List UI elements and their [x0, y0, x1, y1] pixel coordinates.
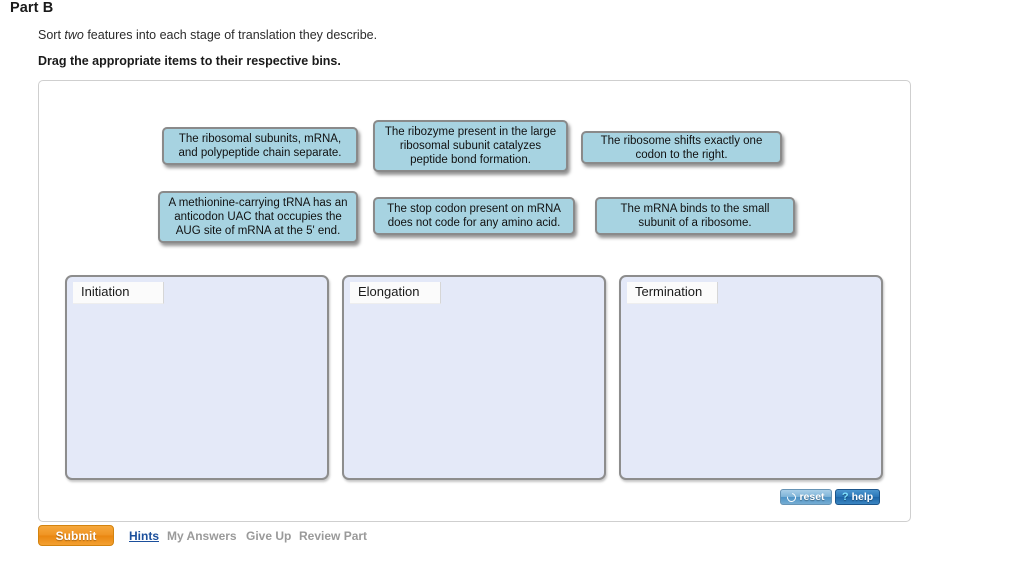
- my-answers-link[interactable]: My Answers: [167, 529, 237, 543]
- review-part-link[interactable]: Review Part: [299, 529, 368, 543]
- help-label: help: [851, 491, 874, 503]
- reset-circular-arrow-icon: [785, 490, 799, 504]
- drop-bin-termination[interactable]: Termination: [619, 275, 883, 480]
- drop-bin-elongation[interactable]: Elongation: [342, 275, 606, 480]
- help-button[interactable]: ? help: [835, 489, 880, 505]
- tile-label: The ribozyme present in the large riboso…: [384, 126, 557, 166]
- draggable-tile[interactable]: A methionine-carrying tRNA has an antico…: [158, 191, 358, 243]
- bin-label: Initiation: [73, 282, 164, 304]
- page-title: Part B: [10, 0, 54, 16]
- instruction-text: Sort two features into each stage of tra…: [38, 28, 377, 42]
- tile-label: The ribosomal subunits, mRNA, and polype…: [178, 133, 342, 159]
- reset-button[interactable]: reset: [780, 489, 832, 505]
- draggable-tile[interactable]: The ribosomal subunits, mRNA, and polype…: [162, 127, 358, 165]
- hints-link[interactable]: Hints: [129, 529, 159, 543]
- drag-drop-panel: The ribosomal subunits, mRNA, and polype…: [38, 80, 911, 522]
- tile-label: A methionine-carrying tRNA has an antico…: [168, 197, 348, 237]
- drag-instruction-text: Drag the appropriate items to their resp…: [38, 54, 341, 68]
- bin-label: Elongation: [350, 282, 441, 304]
- draggable-tile[interactable]: The mRNA binds to the small subunit of a…: [595, 197, 795, 235]
- tile-label: The stop codon present on mRNA does not …: [387, 203, 561, 229]
- bin-label: Termination: [627, 282, 718, 304]
- tile-label: The ribosome shifts exactly one codon to…: [600, 134, 763, 161]
- tile-label: The mRNA binds to the small subunit of a…: [620, 203, 770, 229]
- reset-label: reset: [799, 491, 825, 503]
- question-mark-icon: ?: [841, 491, 849, 503]
- drop-bin-initiation[interactable]: Initiation: [65, 275, 329, 480]
- draggable-tile[interactable]: The stop codon present on mRNA does not …: [373, 197, 575, 235]
- instruction-prefix: Sort: [38, 28, 65, 42]
- submit-button[interactable]: Submit: [38, 525, 114, 546]
- instruction-emphasis: two: [64, 28, 84, 42]
- give-up-link[interactable]: Give Up: [246, 529, 292, 543]
- draggable-tile[interactable]: The ribosome shifts exactly one codon to…: [581, 131, 782, 164]
- instruction-suffix: features into each stage of translation …: [83, 28, 378, 42]
- draggable-tile[interactable]: The ribozyme present in the large riboso…: [373, 120, 568, 172]
